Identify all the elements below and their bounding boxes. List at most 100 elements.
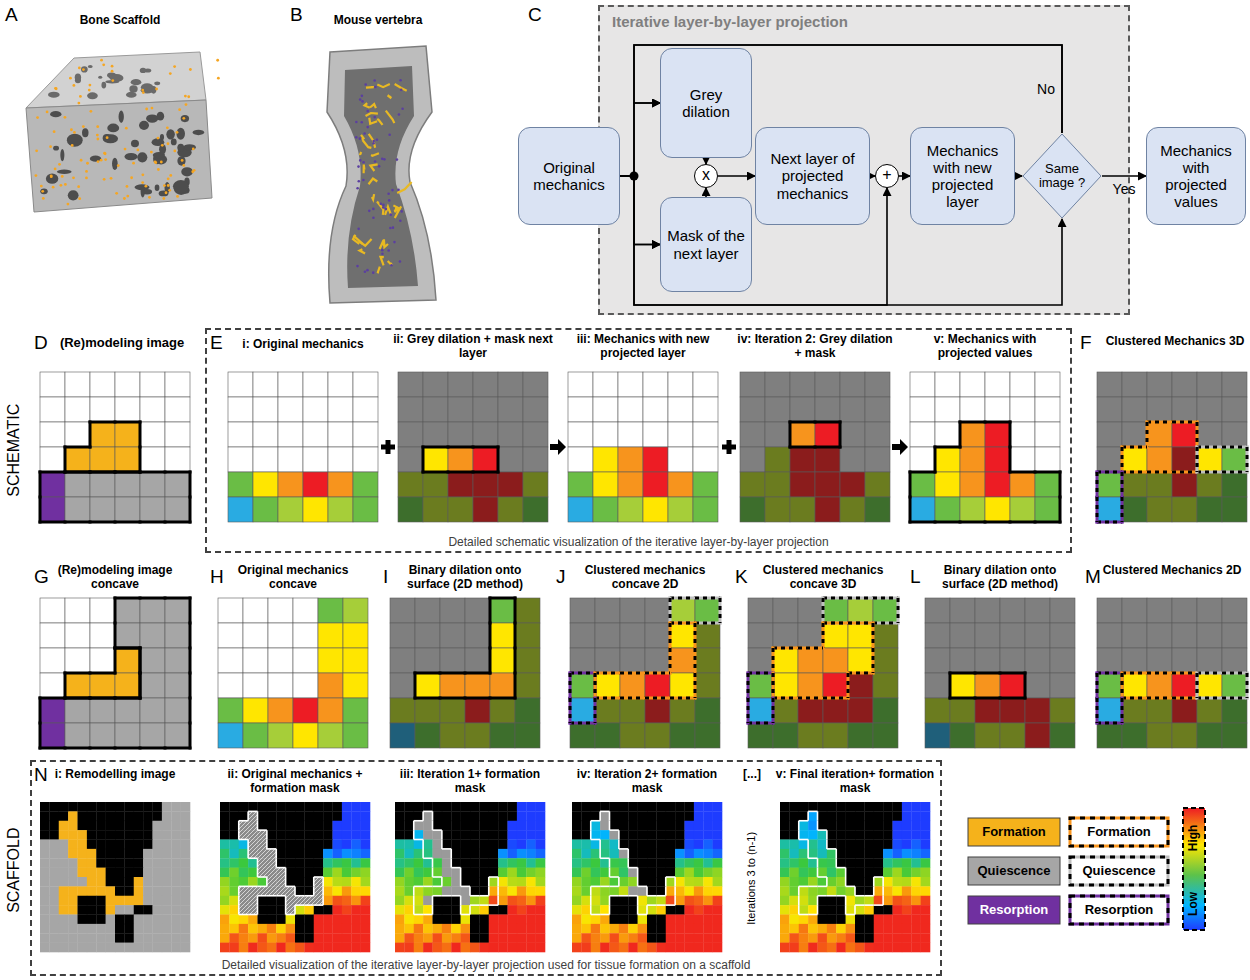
pixel [423, 868, 433, 878]
voxel [823, 673, 848, 698]
pixel [134, 821, 144, 831]
pixel [461, 868, 471, 878]
trabecula [360, 249, 365, 253]
voxel [925, 623, 950, 648]
pixel [333, 858, 343, 868]
cluster-outline [90, 521, 115, 524]
voxel [1122, 372, 1147, 397]
pixel [248, 821, 258, 831]
resorption-dot [381, 158, 384, 161]
formation-dot [168, 189, 171, 192]
formation-dot [71, 144, 74, 147]
pixel [508, 915, 518, 925]
pixel [423, 811, 433, 821]
pixel [96, 943, 106, 953]
pixel [536, 877, 546, 887]
voxel [740, 472, 765, 497]
pixel [220, 811, 230, 821]
voxel [620, 598, 645, 623]
pixel [470, 933, 480, 943]
pixel [304, 802, 314, 812]
voxel [498, 472, 523, 497]
voxel [695, 623, 720, 648]
voxel [40, 598, 65, 623]
trabecula [397, 182, 411, 193]
voxel [1222, 497, 1247, 522]
voxel [568, 497, 593, 522]
trabecula [370, 164, 377, 171]
pixel [351, 840, 361, 850]
voxel [773, 698, 798, 723]
voxel [228, 472, 253, 497]
cluster-outline [423, 446, 448, 449]
voxel [423, 472, 448, 497]
cluster-outline [90, 747, 115, 750]
pixel [248, 811, 258, 821]
voxel [840, 372, 865, 397]
voxel [490, 723, 515, 748]
pixel [423, 943, 433, 953]
resorption-dot [373, 116, 376, 119]
pixel [267, 896, 277, 906]
pixel [181, 849, 191, 859]
voxel [848, 723, 873, 748]
voxel [668, 422, 693, 447]
trabecula [377, 84, 389, 87]
pixel [171, 821, 181, 831]
cluster-outline [1009, 422, 1012, 447]
pixel [258, 943, 268, 953]
pixel [433, 905, 443, 915]
pixel [115, 868, 125, 878]
formation-dot [169, 174, 172, 177]
voxel [415, 598, 440, 623]
pixel [404, 933, 414, 943]
pixel [442, 830, 452, 840]
voxel [950, 673, 975, 698]
voxel [318, 648, 343, 673]
cluster-outline [848, 622, 873, 625]
pixel [162, 943, 172, 953]
voxel [165, 472, 190, 497]
pixel [333, 943, 343, 953]
cluster-outline [89, 422, 92, 447]
cluster-outline [1096, 497, 1099, 522]
voxel [695, 698, 720, 723]
voxel [645, 723, 670, 748]
mask-outline [479, 895, 488, 897]
voxel [165, 397, 190, 422]
pixel [143, 858, 153, 868]
pixel [470, 886, 480, 896]
mask-outline [276, 895, 285, 897]
pixel [479, 821, 489, 831]
pore [103, 134, 118, 143]
pixel [96, 830, 106, 840]
cluster-outline [1147, 672, 1172, 675]
pixel [404, 821, 414, 831]
pixel [220, 886, 230, 896]
pixel [181, 868, 191, 878]
pixel [451, 811, 461, 821]
pixel [258, 868, 268, 878]
formation-dot [165, 191, 168, 194]
voxel [40, 648, 65, 673]
cluster-outline [1246, 673, 1249, 698]
pixel [470, 802, 480, 812]
voxel [1147, 447, 1172, 472]
pixel [143, 877, 153, 887]
mask-outline [257, 868, 259, 877]
voxel [668, 372, 693, 397]
voxel [1010, 447, 1035, 472]
pixel [171, 858, 181, 868]
pixel [517, 915, 527, 925]
pixel [248, 840, 258, 850]
cluster-outline [189, 698, 192, 723]
pore [131, 79, 142, 85]
voxel [278, 497, 303, 522]
cluster-outline [645, 672, 670, 675]
pixel [220, 896, 230, 906]
voxel [448, 422, 473, 447]
voxel [165, 422, 190, 447]
voxel [975, 623, 1000, 648]
voxel [985, 422, 1010, 447]
cluster-outline-dash [772, 673, 775, 698]
